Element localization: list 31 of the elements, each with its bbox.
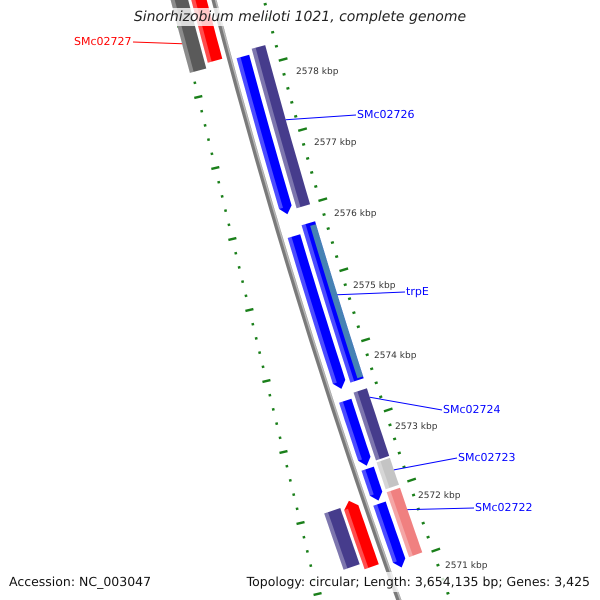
- leader-line: [285, 114, 356, 120]
- gene-label: SMc02727: [74, 35, 132, 49]
- gene-bar: [344, 500, 379, 570]
- gene-label: SMc02724: [443, 403, 501, 417]
- gene-label: SMc02726: [357, 108, 415, 122]
- scale-label: 2572 kbp: [418, 491, 460, 502]
- leader-line: [369, 396, 442, 410]
- scale-label: 2574 kbp: [374, 351, 416, 362]
- gene-bar: [288, 234, 346, 389]
- gene-bar: [324, 508, 360, 570]
- scale-label: 2573 kbp: [395, 422, 438, 433]
- gene-label: SMc02723: [458, 451, 516, 465]
- gene-bar: [339, 398, 370, 466]
- leader-line: [132, 42, 183, 44]
- scale-label: 2575 kbp: [353, 281, 396, 292]
- scale-label: 2571 kbp: [445, 561, 488, 572]
- gene-bar: [362, 466, 382, 501]
- leader-line: [406, 508, 474, 510]
- scale-label: 2576 kbp: [334, 209, 376, 220]
- scale-label: 2577 kbp: [314, 138, 356, 149]
- leader-line: [393, 458, 458, 470]
- gene-bar: [354, 388, 390, 460]
- genome-info-text: Topology: circular; Length: 3,654,135 bp; Genes: 3,425: [246, 574, 590, 589]
- gene-bar: [236, 54, 292, 214]
- gene-label: trpE: [406, 285, 429, 299]
- leader-line: [336, 292, 406, 296]
- gene-bar: [376, 458, 399, 490]
- accession-text: Accession: NC_003047: [9, 574, 152, 589]
- gene-label: SMc02722: [475, 501, 533, 515]
- scale-label: 2578 kbp: [296, 67, 338, 78]
- gene-bar: [373, 502, 406, 568]
